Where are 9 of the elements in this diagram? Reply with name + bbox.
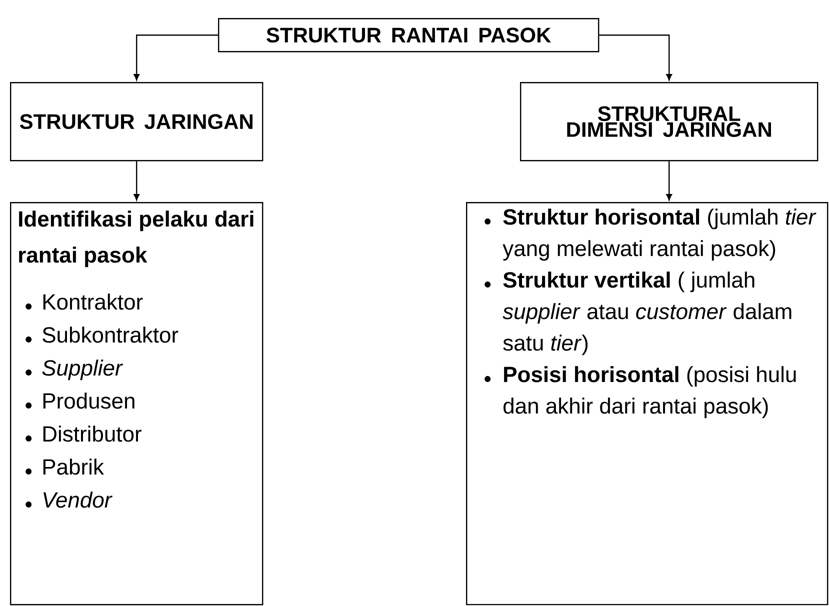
arrow [134, 34, 218, 80]
category-box: STRUKTUR JARINGAN [10, 82, 264, 162]
list-box: Struktur horisontal (jumlah tier yang melewati rantai pasok) Struktur vertikal ( jumlah supplier atau customer dalam satu tier) Posisi horisontal (posisi hulu dan akhir dari rantai pasok) [466, 202, 828, 606]
title-box: STRUKTUR RANTAI PASOK [218, 18, 600, 52]
list-box: Identifikasi pelaku dari rantai pasok Kontraktor Subkontraktor Supplier Produsen Distributor Pabrik Vendor [10, 202, 264, 606]
arrow [599, 34, 672, 80]
arrow [666, 161, 672, 200]
category-box: STRUKTURAL DIMENSI JARINGAN [520, 82, 818, 162]
arrow [134, 161, 140, 200]
